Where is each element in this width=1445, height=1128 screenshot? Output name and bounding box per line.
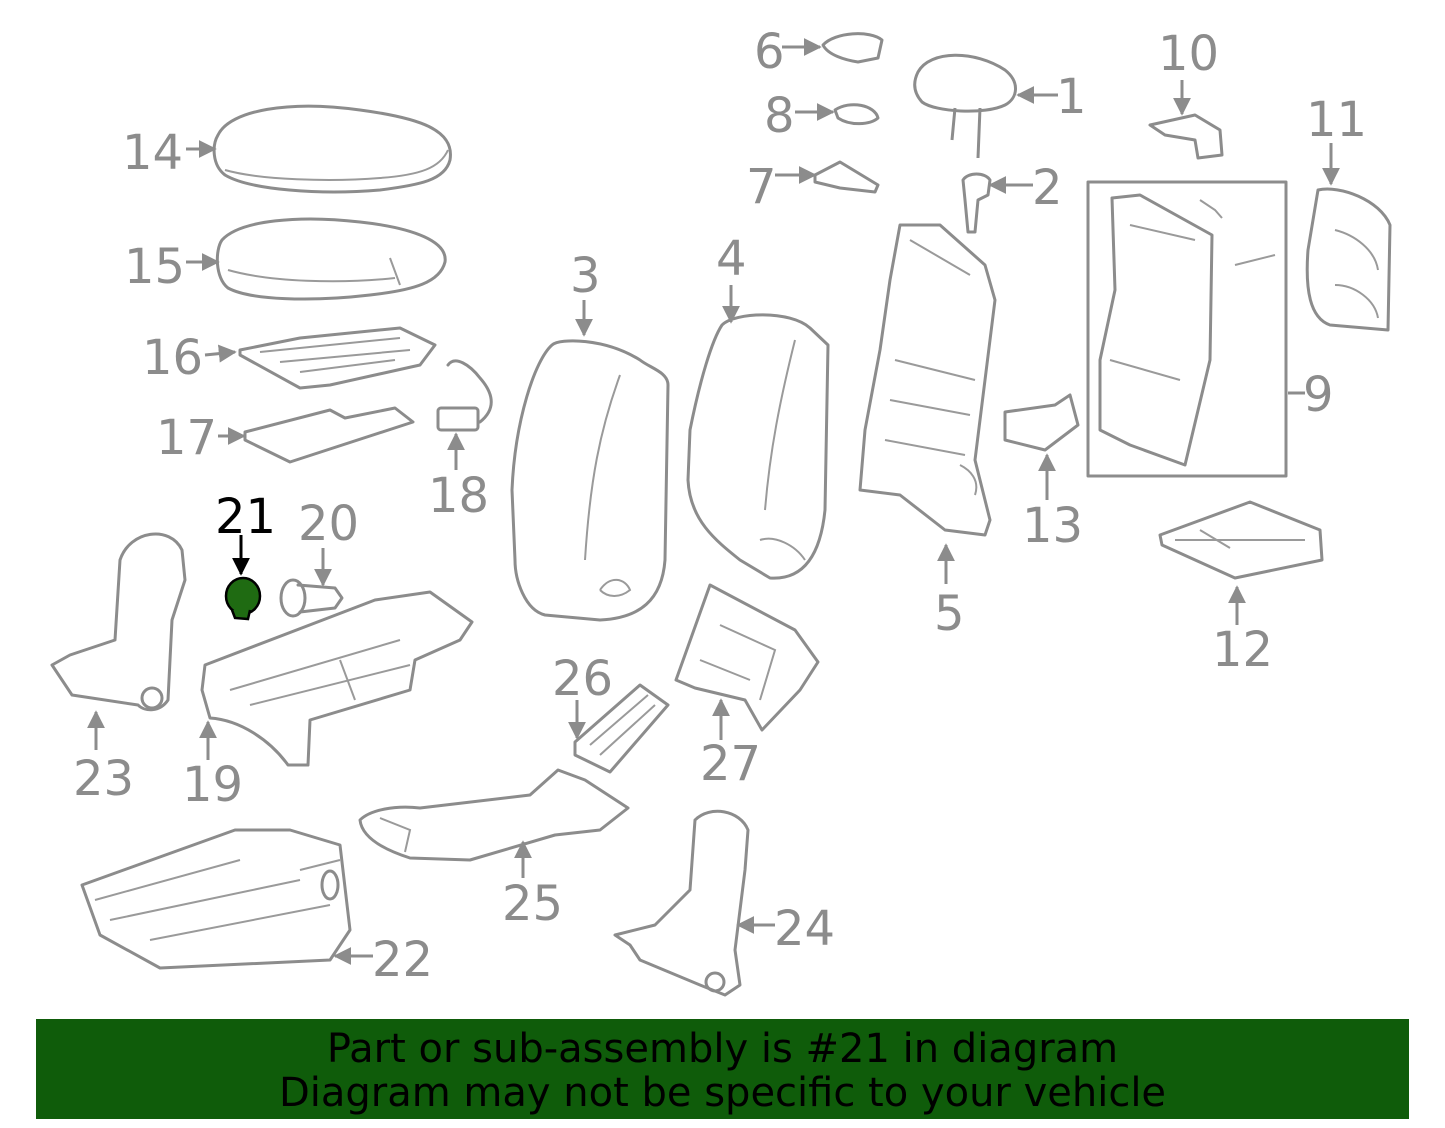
label-17: 17 (156, 410, 217, 466)
label-22: 22 (372, 932, 433, 988)
label-15: 15 (124, 239, 185, 295)
callout-labels: 1 2 3 4 5 6 7 8 9 10 11 12 13 14 15 16 1… (73, 24, 1367, 988)
label-9: 9 (1303, 367, 1334, 423)
label-2: 2 (1032, 160, 1063, 216)
footer-line-part-number: Part or sub-assembly is #21 in diagram (326, 1026, 1119, 1072)
part-18-sensor (436, 359, 493, 432)
part-25-rail (358, 768, 630, 862)
part-2-headrest-guide (961, 172, 992, 234)
part-16-heater (238, 326, 437, 390)
part-8-clip (833, 103, 880, 126)
part-17-sensor-mat (243, 406, 415, 464)
part-20-knob (279, 578, 344, 618)
label-6: 6 (754, 24, 785, 80)
part-7-trim (813, 160, 880, 194)
part-1-headrest (913, 53, 1017, 159)
label-10: 10 (1158, 26, 1219, 82)
label-14: 14 (122, 125, 183, 181)
part-19-console (200, 590, 474, 767)
label-16: 16 (142, 330, 203, 386)
label-18: 18 (428, 468, 489, 524)
part-23-side-shield (50, 532, 187, 712)
part-3-back-cover (510, 339, 670, 622)
label-8: 8 (764, 88, 795, 144)
part-15-cushion-pad (215, 217, 447, 301)
part-24-side-shield (613, 809, 750, 997)
footer-line-disclaimer: Diagram may not be specific to your vehi… (278, 1070, 1167, 1116)
label-12: 12 (1212, 622, 1273, 678)
label-4: 4 (716, 231, 747, 287)
part-12-back-board (1158, 500, 1324, 580)
part-27-housing (674, 583, 820, 732)
part-21-cap-highlighted (224, 576, 262, 621)
label-11: 11 (1306, 92, 1367, 148)
label-13: 13 (1022, 498, 1083, 554)
part-22-seat-track (80, 828, 352, 970)
part-13-bracket (1003, 393, 1080, 452)
label-1: 1 (1056, 69, 1087, 125)
label-23: 23 (73, 751, 134, 807)
part-11-armrest (1305, 187, 1392, 332)
part-6-cover (821, 32, 884, 64)
label-21: 21 (215, 489, 276, 545)
label-3: 3 (570, 248, 601, 304)
label-27: 27 (700, 736, 761, 792)
footer-banner: Part or sub-assembly is #21 in diagram D… (36, 1019, 1409, 1119)
leader-arrows (87, 38, 1340, 965)
part-4-back-pad (686, 313, 830, 580)
label-26: 26 (552, 651, 613, 707)
label-7: 7 (746, 159, 777, 215)
label-5: 5 (934, 586, 965, 642)
part-5-back-frame (858, 223, 997, 537)
part-14-cushion-cover (212, 104, 452, 194)
label-25: 25 (502, 876, 563, 932)
label-20: 20 (298, 496, 359, 552)
label-19: 19 (182, 757, 243, 813)
part-9-back-board-box (1086, 180, 1288, 478)
part-10-bracket (1148, 113, 1224, 160)
label-24: 24 (774, 901, 835, 957)
part-26-bracket (573, 683, 670, 774)
